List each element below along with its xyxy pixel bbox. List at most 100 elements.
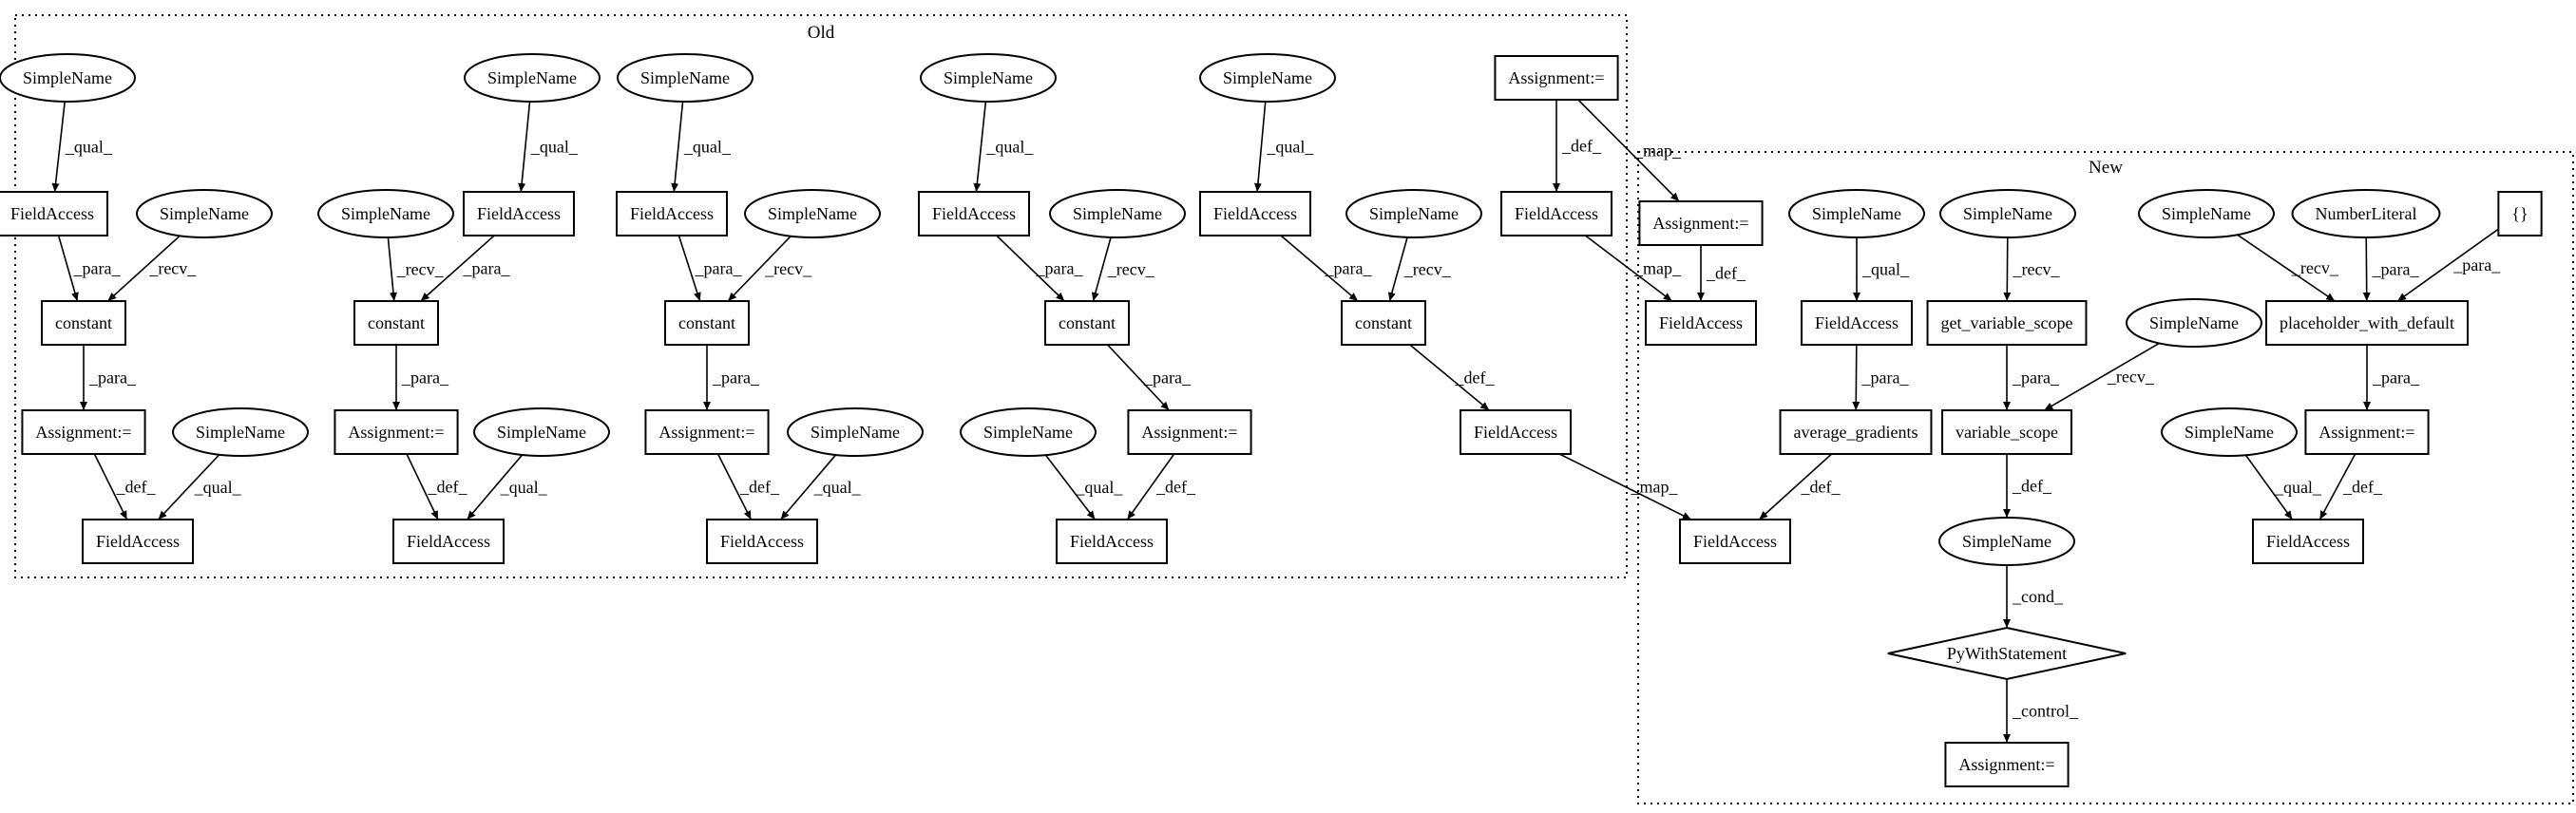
node-o_c4: constant <box>1044 300 1130 346</box>
node-shape-box <box>1638 200 1764 246</box>
edge-o_as4-to-o_fb4: _def_ <box>1126 453 1196 520</box>
node-label: SimpleName <box>1963 204 2052 223</box>
edge-label: _qual_ <box>1266 137 1314 156</box>
edge-o_as5-to-o_fa7: _def_ <box>1553 100 1602 192</box>
edge-label: _map_ <box>1633 259 1682 278</box>
node-o_sn1: SimpleName <box>0 53 136 103</box>
edge-o_sn6-to-o_fb2: _qual_ <box>466 454 548 520</box>
node-label: FieldAccess <box>407 532 490 551</box>
node-o_fa5: FieldAccess <box>1199 191 1311 236</box>
node-shape-box <box>1341 300 1426 346</box>
edge-label: _para_ <box>1143 369 1192 388</box>
cluster-new-label: New <box>2089 158 2123 178</box>
edge-n_sn3-to-n_vs: _recv_ <box>2043 342 2160 411</box>
node-shape-ellipse <box>1049 189 1186 238</box>
edge-n_sn5-to-n_pwd: _recv_ <box>2237 234 2339 302</box>
edge-label: _def_ <box>1801 478 1841 497</box>
node-shape-diamond <box>1887 626 2127 681</box>
node-label: SimpleName <box>2185 423 2274 442</box>
edge-label: _recv_ <box>2012 259 2060 278</box>
edge-label: _para_ <box>2452 255 2501 274</box>
cluster-old-label: Old <box>808 23 835 43</box>
edge-line <box>1852 344 1860 411</box>
node-o_fa4: FieldAccess <box>918 191 1030 236</box>
edge-n_sn2-to-n_gvs: _recv_ <box>2003 236 2060 302</box>
node-o_as2: Assignment:= <box>334 409 459 455</box>
node-label: placeholder_with_default <box>2280 313 2454 332</box>
edge-n_ag-to-n_fa3: _def_ <box>1758 453 1841 520</box>
node-shape-box <box>353 300 439 346</box>
node-label: average_gradients <box>1794 423 1918 442</box>
node-label: FieldAccess <box>1515 204 1598 223</box>
node-o_sn8: SimpleName <box>744 189 881 238</box>
edge-n_vs-to-n_sn4: _def_ <box>2003 454 2052 518</box>
node-o_as4: Assignment:= <box>1127 409 1252 455</box>
node-shape-ellipse <box>617 53 754 103</box>
node-label: SimpleName <box>1812 204 1901 223</box>
node-label: SimpleName <box>983 423 1073 442</box>
node-shape-box <box>664 300 750 346</box>
edge-o_c5-to-o_fa6: _def_ <box>1409 344 1496 411</box>
node-label: FieldAccess <box>10 204 94 223</box>
edge-n_as3-to-n_fa4: _def_ <box>2318 453 2383 520</box>
edge-label: _def_ <box>1706 264 1746 283</box>
node-o_c1: constant <box>41 300 126 346</box>
node-n_fa1: FieldAccess <box>1645 300 1757 346</box>
edge-line <box>2362 236 2371 302</box>
node-shape-box <box>2265 300 2469 346</box>
node-label: FieldAccess <box>2266 532 2350 551</box>
node-o_sn10: SimpleName <box>920 53 1057 103</box>
node-label: FieldAccess <box>1815 313 1899 332</box>
node-shape-box <box>1679 519 1791 564</box>
node-shape-box <box>1460 409 1572 455</box>
node-shape-box <box>1127 409 1252 455</box>
edge-o_c2-to-o_as2: _para_ <box>392 345 449 410</box>
edge-line <box>2043 342 2160 411</box>
node-o_as5: Assignment:= <box>1494 55 1619 101</box>
node-label: SimpleName <box>2162 204 2251 223</box>
edge-line <box>57 235 79 302</box>
node-shape-box <box>918 191 1030 236</box>
node-shape-box <box>0 191 108 236</box>
node-shape-ellipse <box>2161 407 2298 457</box>
edge-line <box>466 454 524 520</box>
node-shape-box <box>2497 191 2543 236</box>
edge-label: _qual_ <box>194 478 242 497</box>
node-shape-box <box>41 300 126 346</box>
edge-line <box>106 235 181 302</box>
edge-line <box>1091 236 1112 302</box>
edge-o_fa5-to-o_c5: _para_ <box>1280 235 1372 302</box>
node-o_fb1: FieldAccess <box>82 519 194 564</box>
edge-label: _def_ <box>428 478 468 497</box>
edge-o_c3-to-o_as3: _para_ <box>703 345 760 410</box>
edge-o_sn8-to-o_c3: _recv_ <box>727 236 812 302</box>
node-o_sn11: SimpleName <box>1049 189 1186 238</box>
node-label: FieldAccess <box>1070 532 1154 551</box>
node-label: constant <box>368 313 425 332</box>
node-o_fb4: FieldAccess <box>1056 519 1168 564</box>
edge-label: _def_ <box>2342 478 2383 497</box>
node-n_ag: average_gradients <box>1779 409 1933 455</box>
edge-label: _para_ <box>73 259 122 278</box>
edge-line <box>727 236 792 302</box>
edge-o_sn10-to-o_fa4: _qual_ <box>973 101 1034 193</box>
edge-o_fa3-to-o_c3: _para_ <box>677 235 742 302</box>
node-label: FieldAccess <box>720 532 804 551</box>
node-label: Assignment:= <box>348 423 444 442</box>
node-shape-box <box>1199 191 1311 236</box>
edge-label: _def_ <box>1455 369 1496 388</box>
edge-label: _map_ <box>1631 478 1679 497</box>
node-label: SimpleName <box>196 423 285 442</box>
node-n_sn3: SimpleName <box>2126 298 2262 348</box>
edge-o_fa1-to-o_c1: _para_ <box>57 235 122 302</box>
node-n_vs: variable_scope <box>1941 409 2072 455</box>
node-label: SimpleName <box>497 423 586 442</box>
node-shape-ellipse <box>317 189 454 238</box>
edge-label: _recv_ <box>1403 259 1452 278</box>
edge-label: _para_ <box>2012 369 2060 388</box>
node-shape-ellipse <box>136 189 273 238</box>
node-o_sn7: SimpleName <box>617 53 754 103</box>
edge-n_pws-to-n_as2: _control_ <box>2003 679 2079 743</box>
node-shape-box <box>1044 300 1130 346</box>
edge-line <box>1107 344 1170 411</box>
